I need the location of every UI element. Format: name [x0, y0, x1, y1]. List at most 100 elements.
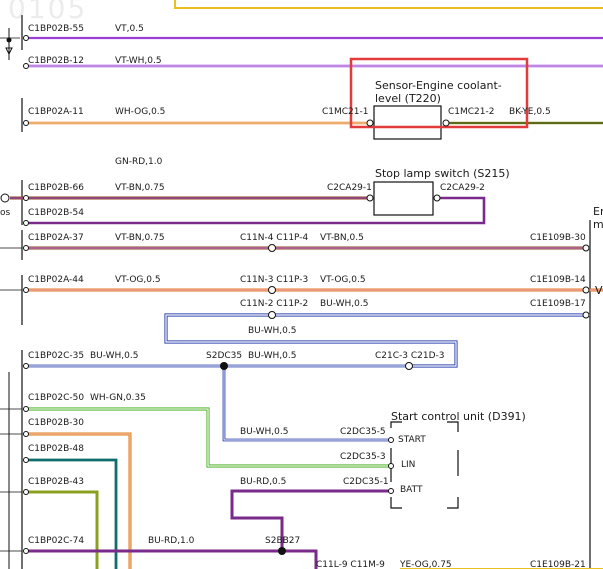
wire-label: VT-OG,0.5: [320, 275, 366, 285]
inline-connector-label: C11N-2 C11P-2: [240, 299, 308, 309]
terminal-label: LIN: [401, 460, 415, 470]
pin-circle: [23, 457, 29, 463]
wire-label: BK-YE,0.5: [509, 107, 551, 117]
pin-label: C2CA29-2: [440, 183, 485, 193]
wire-bu-rd: [26, 549, 318, 569]
inline-connector-label: C11L-9 C11M-9: [316, 560, 385, 569]
component-name: level (T220): [375, 92, 441, 105]
pin-circle: [23, 287, 29, 293]
pin-label: C1MC21-2: [448, 107, 495, 117]
splice-label: S2BB27: [265, 536, 300, 546]
pin-circle: [23, 548, 29, 554]
pin-circle: [23, 63, 29, 69]
splice-s2bb27: [278, 547, 286, 555]
terminal-label: BATT: [400, 485, 423, 495]
wire-label: VT,0.5: [115, 24, 144, 34]
wire-b48: [26, 458, 118, 569]
inline-connector: [405, 362, 413, 370]
component-name: Sensor-Engine coolant-: [375, 79, 502, 92]
pin-circle: [23, 363, 29, 369]
start-unit-frame: [390, 421, 459, 509]
splice-label: S2DC35: [206, 351, 242, 361]
wire-label: BU-WH,0.5: [90, 351, 139, 361]
highlight-box: [349, 57, 529, 129]
coolant-sensor-box: [373, 105, 442, 140]
wire-b30-stripe: [26, 433, 131, 569]
connector-ring: [0, 193, 10, 203]
pin-label: C1BP02B-54: [28, 208, 84, 218]
splice-s2dc35: [220, 362, 228, 370]
pin-circle: [23, 220, 29, 226]
pin-label: C2DC35-3: [340, 452, 386, 462]
wire-bu-rd-batt: [230, 489, 391, 551]
inline-connector: [268, 244, 276, 252]
pin-label: C1BP02B-12: [28, 56, 84, 66]
pin-circle: [23, 406, 29, 412]
pin-label: C1BP02B-30: [28, 418, 84, 428]
pin-circle: [366, 119, 374, 127]
wire-label: VT-WH,0.5: [115, 56, 162, 66]
pin-label: C1BP02C-35: [28, 351, 84, 361]
wire-label: YE-OG,0.75: [399, 560, 452, 569]
pin-circle: [23, 35, 29, 41]
pin-label: C1BP02A-11: [28, 107, 84, 117]
inline-connector-label: C21C-3 C21D-3: [375, 351, 445, 361]
pin-label: C1MC21-1: [322, 107, 369, 117]
pin-label: C2DC35-5: [340, 427, 386, 437]
wire-label: BU-WH,0.5: [240, 427, 289, 437]
pin-label: C1BP02C-50: [28, 393, 84, 403]
pin-label: C1BP02B-48: [28, 444, 84, 454]
wire-stop-lamp-return: [26, 196, 486, 225]
pin-label: C1BP02B-43: [28, 477, 84, 487]
pin-label: C1BP02C-74: [28, 536, 84, 546]
pin-circle: [23, 489, 29, 495]
wire-label: BU-WH,0.5: [248, 326, 297, 336]
inline-connector-label: C11N-3 C11P-3: [240, 275, 308, 285]
wire-label: BU-WH,0.5: [248, 351, 297, 361]
edge-label: En: [593, 205, 603, 218]
pin-label: C1BP02A-44: [28, 275, 84, 285]
wire-label: WH-OG,0.5: [115, 107, 165, 117]
component-name: Stop lamp switch (S215): [375, 167, 510, 180]
pin-circle: [366, 194, 374, 202]
pin-label: C1E109B-30: [530, 233, 586, 243]
wire-label: BU-WH,0.5: [320, 299, 369, 309]
pin-label: C1E109B-14: [530, 275, 586, 285]
wire-b43: [26, 490, 99, 569]
ground-symbol: [5, 47, 13, 56]
pin-circle: [388, 463, 394, 469]
inline-connector: [268, 286, 276, 294]
stop-lamp-box: [373, 181, 434, 216]
pin-label: C1E109B-17: [530, 299, 586, 309]
wire-bu-wh-start-stripe: [223, 366, 391, 441]
pin-circle: [433, 194, 441, 202]
wire-wh-gn-stripe: [26, 408, 391, 467]
wire-b30: [26, 432, 132, 569]
pin-label: C2DC35-1: [343, 477, 389, 487]
terminal-label: START: [398, 435, 426, 445]
wire-label: VT-BN,0.75: [115, 183, 165, 193]
wire-label: WH-GN,0.35: [90, 393, 146, 403]
pin-label: C1BP02B-66: [28, 183, 84, 193]
wire-bu-wh-loop-stripe: [165, 314, 590, 367]
wire-yellow-top: [174, 0, 603, 9]
wire-label: BU-RD,1.0: [148, 536, 195, 546]
component-name: Start control unit (D391): [391, 410, 526, 423]
pin-circle: [23, 195, 29, 201]
wire-label: BU-RD,0.5: [240, 477, 286, 487]
pin-circle: [582, 286, 590, 294]
pin-circle: [23, 245, 29, 251]
pin-circle: [442, 119, 450, 127]
pin-label: C1BP02A-37: [28, 233, 84, 243]
inline-connector-label: C11N-4 C11P-4: [240, 233, 309, 243]
pin-circle: [582, 311, 590, 319]
wire-label: VT-BN,0.5: [320, 233, 364, 243]
pin-circle: [388, 488, 394, 494]
pin-label: C1BP02B-55: [28, 24, 84, 34]
wire-label: VT-BN,0.75: [115, 233, 165, 243]
wire-label: VT-OG,0.5: [115, 275, 161, 285]
watermark: 0105: [8, 0, 88, 25]
edge-label: os: [0, 208, 11, 218]
edge-label: m: [593, 218, 603, 231]
